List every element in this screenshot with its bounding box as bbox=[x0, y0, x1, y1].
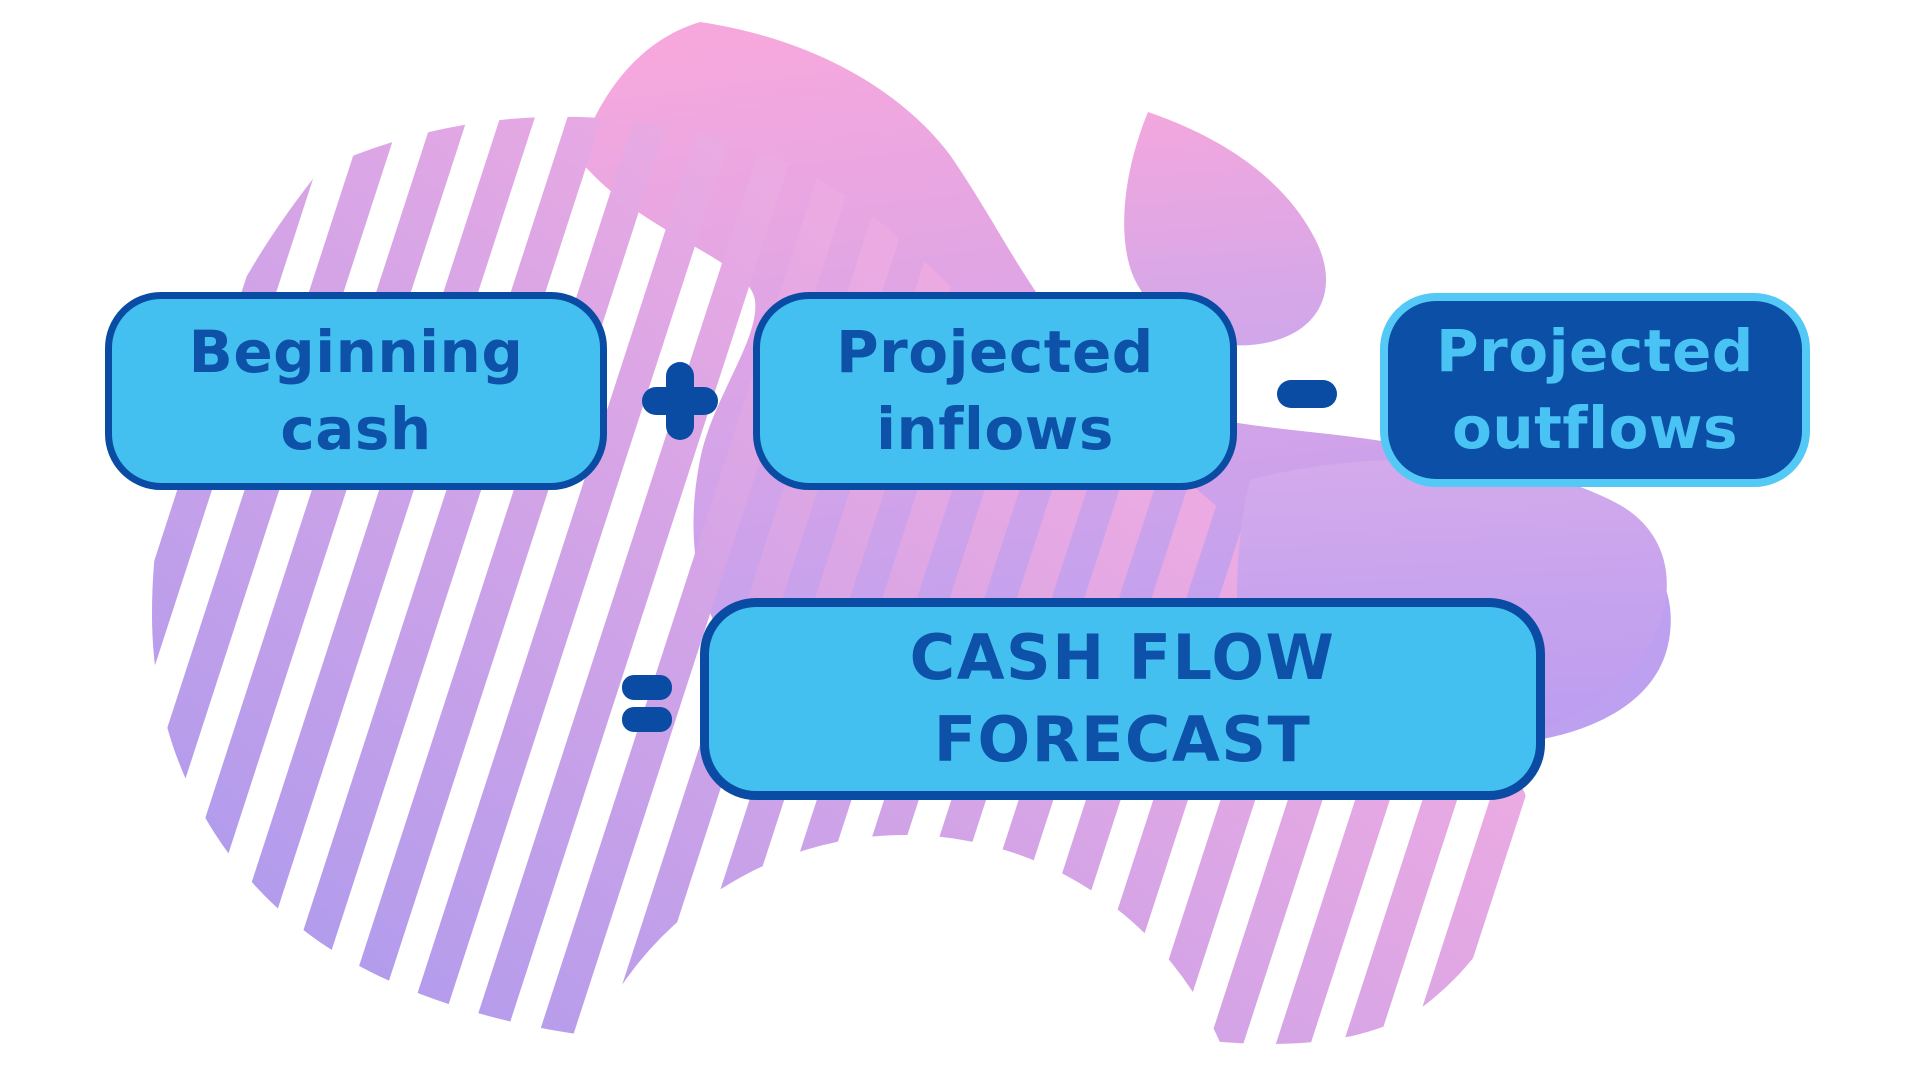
box-beginning-cash: Beginning cash bbox=[105, 292, 607, 490]
plus-icon bbox=[642, 362, 718, 440]
box-cash-flow-forecast: CASH FLOW FORECAST bbox=[700, 598, 1545, 800]
equals-bottom-bar bbox=[622, 707, 672, 732]
box-projected-outflows-line1: Projected bbox=[1436, 317, 1754, 386]
box-projected-inflows: Projected inflows bbox=[753, 292, 1237, 490]
box-beginning-cash-line2: cash bbox=[280, 395, 432, 463]
equals-icon bbox=[622, 675, 672, 732]
box-cash-flow-forecast-line2: FORECAST bbox=[933, 703, 1312, 776]
box-cash-flow-forecast-line1: CASH FLOW bbox=[909, 621, 1336, 695]
minus-bar bbox=[1277, 380, 1337, 408]
box-projected-outflows-line2: outflows bbox=[1452, 394, 1738, 462]
minus-icon bbox=[1277, 380, 1337, 408]
plus-vertical-bar bbox=[666, 362, 694, 440]
box-projected-inflows-line2: inflows bbox=[876, 395, 1114, 463]
box-beginning-cash-line1: Beginning bbox=[188, 318, 524, 387]
equals-top-bar bbox=[622, 675, 672, 700]
box-projected-outflows: Projected outflows bbox=[1380, 293, 1810, 487]
box-projected-inflows-line1: Projected bbox=[836, 318, 1154, 387]
